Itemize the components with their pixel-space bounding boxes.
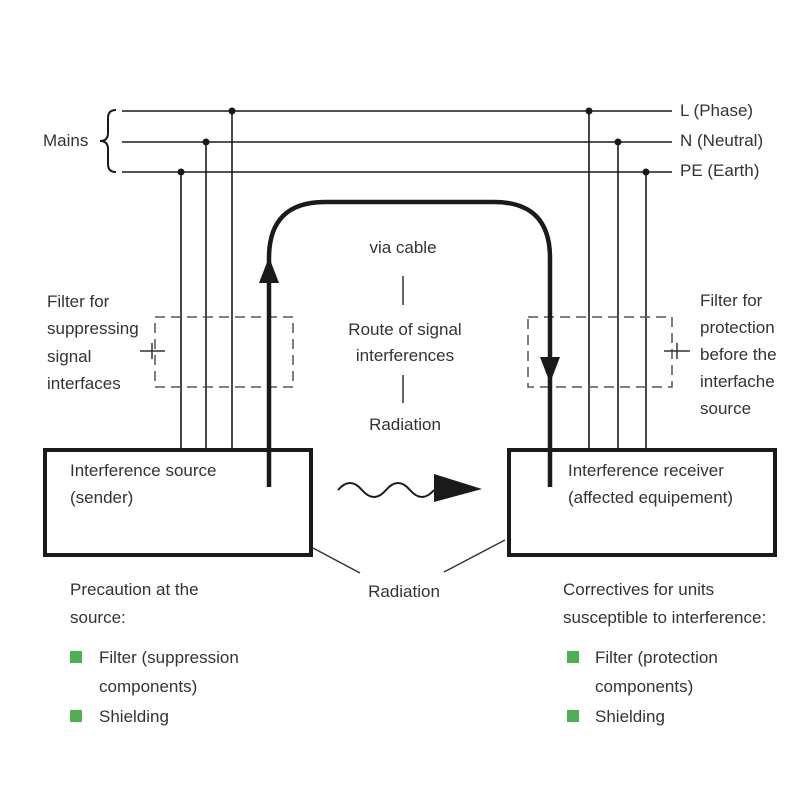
right-notes-item1-line1: Filter (protection	[595, 648, 718, 667]
left-filter-label-4: interfaces	[47, 374, 121, 393]
source-box-line2: (sender)	[70, 488, 133, 507]
junction-dot	[585, 107, 593, 115]
left-notes-title-2: source:	[70, 608, 126, 627]
radiation-wave	[337, 482, 435, 498]
right-notes-title-2: susceptible to interference:	[563, 608, 766, 627]
right-notes-item1-line2: components)	[595, 677, 693, 696]
bullet-square	[567, 710, 579, 722]
junction-dot	[642, 168, 650, 176]
mains-brace	[99, 109, 117, 173]
right-filter-label-2: protection	[700, 318, 775, 337]
left-notes-item2-line1: Shielding	[99, 707, 169, 726]
interference-receiver-box	[507, 448, 777, 557]
receiver-box-line2: (affected equipement)	[568, 488, 733, 507]
left-notes-title-1: Precaution at the	[70, 580, 199, 599]
bullet-square	[70, 710, 82, 722]
right-filter-label-5: source	[700, 399, 751, 418]
radiation-arrow-head	[434, 474, 482, 502]
junction-dot	[228, 107, 236, 115]
left-filter-label-2: suppressing	[47, 319, 139, 338]
right-filter-label-4: interfache	[700, 372, 775, 391]
via-cable-label: via cable	[369, 238, 436, 257]
radiation-line-left	[312, 547, 361, 574]
route-title-line2: interferences	[356, 346, 454, 365]
bullet-square	[567, 651, 579, 663]
route-radiation-label: Radiation	[369, 415, 441, 434]
right-notes-item2-line1: Shielding	[595, 707, 665, 726]
left-notes-item1-line2: components)	[99, 677, 197, 696]
left-notes-item1-line1: Filter (suppression	[99, 648, 239, 667]
right-filter-label-3: before the	[700, 345, 777, 364]
route-arrow-up	[259, 257, 279, 283]
bottom-radiation-label: Radiation	[368, 582, 440, 601]
route-arrow-down	[540, 357, 560, 383]
mains-phase-label: L (Phase)	[680, 101, 753, 120]
left-filter-label-3: signal	[47, 347, 91, 366]
radiation-line-right	[443, 539, 506, 573]
junction-dot	[202, 138, 210, 146]
junction-dot	[614, 138, 622, 146]
right-filter-label-1: Filter for	[700, 291, 763, 310]
mains-neutral-label: N (Neutral)	[680, 131, 763, 150]
mains-label: Mains	[43, 131, 88, 150]
interference-source-box	[43, 448, 313, 557]
source-box-line1: Interference source	[70, 461, 216, 480]
cable-route-path	[266, 199, 553, 486]
route-title-line1: Route of signal	[348, 320, 461, 339]
bullet-square	[70, 651, 82, 663]
junction-dot	[177, 168, 185, 176]
mains-earth-label: PE (Earth)	[680, 161, 759, 180]
left-filter-box	[154, 316, 294, 388]
right-filter-box	[527, 316, 673, 388]
right-notes-title-1: Correctives for units	[563, 580, 714, 599]
left-filter-label-1: Filter for	[47, 292, 110, 311]
receiver-box-line1: Interference receiver	[568, 461, 724, 480]
